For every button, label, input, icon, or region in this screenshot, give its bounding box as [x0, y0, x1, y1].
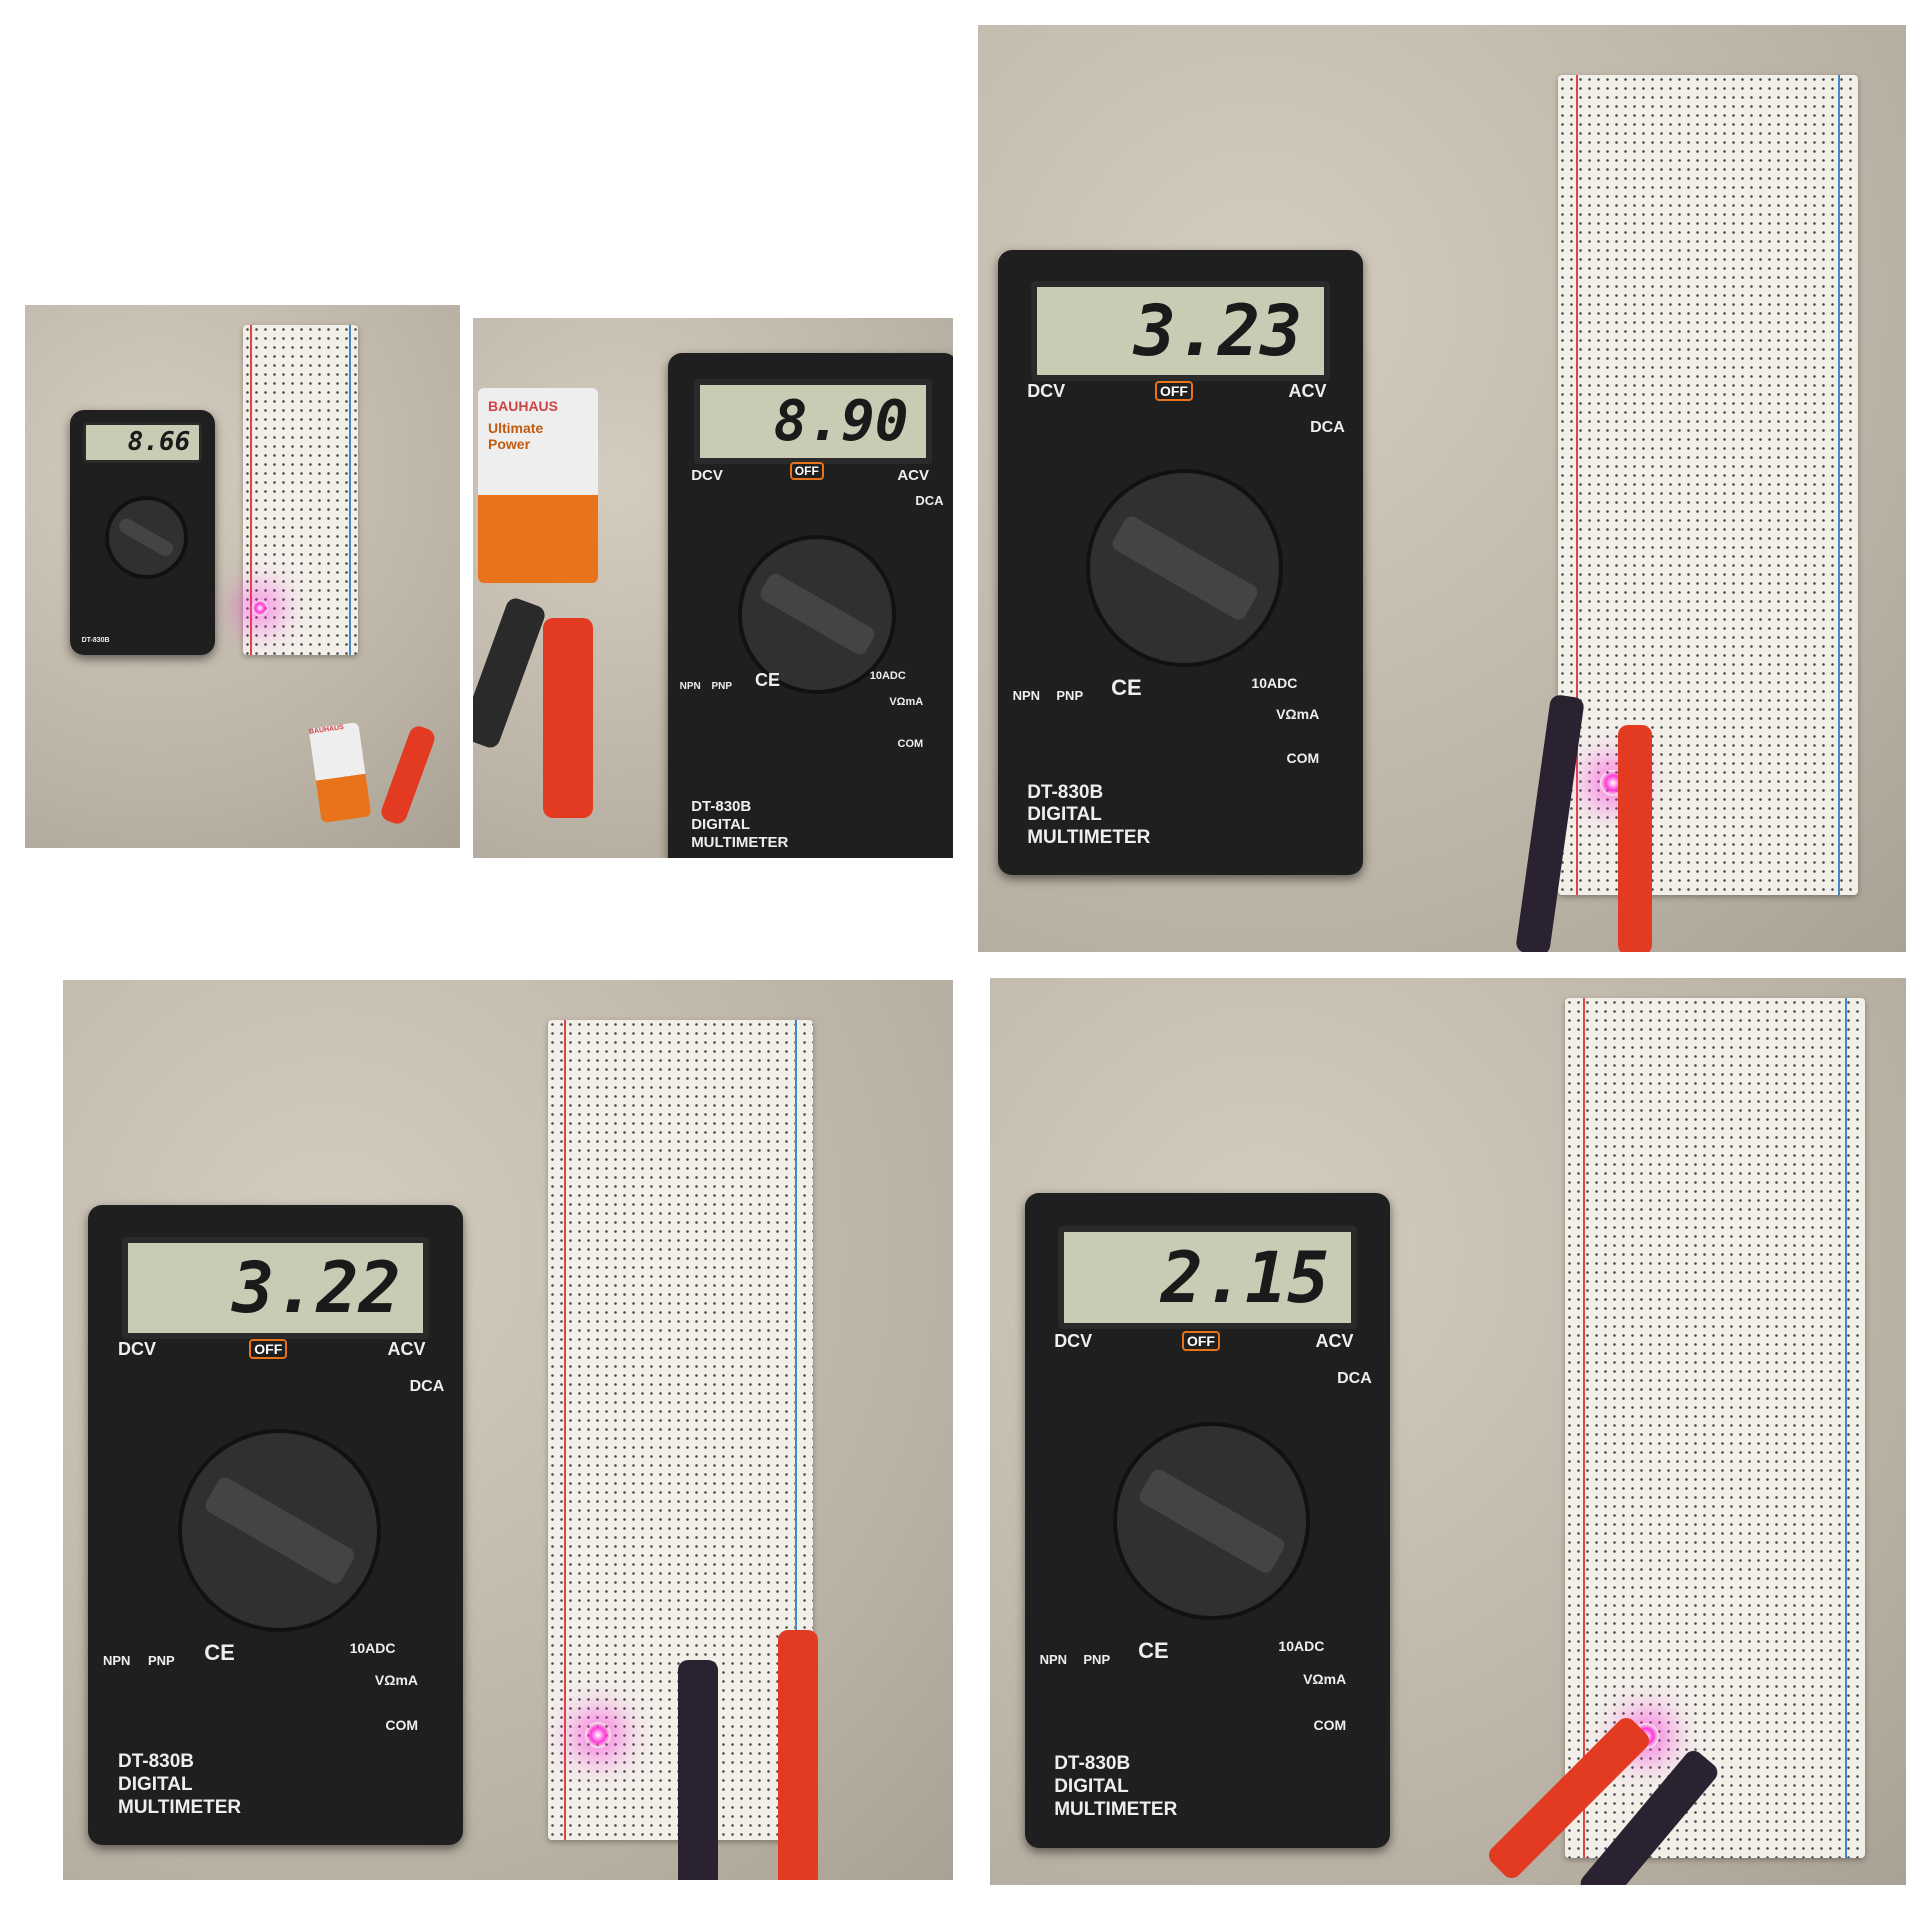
battery-name: Ultimate Power: [488, 420, 544, 452]
led: [585, 1722, 611, 1748]
meter-display: 3.22: [121, 1237, 430, 1339]
vohm-label: VΩmA: [889, 696, 924, 709]
acv-label: ACV: [1315, 1330, 1354, 1351]
battery-brand: BAUHAUS: [488, 398, 558, 414]
dca-label: DCA: [1310, 418, 1345, 436]
dcv-label: DCV: [118, 1339, 157, 1360]
photo-led-measurement-1: 3.23 DCV OFF ACV DCA NPN PNP CE 10ADC VΩ…: [978, 25, 1906, 952]
multimeter: 2.15 DCV OFF ACV DCA NPN PNP CE 10ADC VΩ…: [1025, 1193, 1390, 1848]
com-label: COM: [385, 1717, 418, 1733]
photo-led-measurement-2: 3.22 DCV OFF ACV DCA NPN PNP CE 10ADC VΩ…: [63, 980, 953, 1880]
pnp-label: PNP: [148, 1653, 175, 1668]
10adc-label: 10ADC: [349, 1640, 396, 1657]
red-probe: [378, 723, 438, 827]
acv-label: ACV: [387, 1339, 426, 1360]
dca-label: DCA: [409, 1377, 445, 1395]
multimeter: 8.90 DCV OFF ACV DCA NPN PNP CE 10ADC VΩ…: [668, 353, 953, 858]
meter-model: DT-830B: [81, 636, 110, 644]
led: [252, 600, 268, 616]
photo-battery-measurement: BAUHAUS Ultimate Power 8.90 DCV OFF ACV …: [473, 318, 953, 858]
rotary-dial: [178, 1429, 381, 1632]
com-label: COM: [897, 737, 924, 750]
vohm-label: VΩmA: [1276, 706, 1320, 723]
meter-display: 3.23: [1030, 281, 1331, 381]
npn-label: NPN: [103, 1653, 131, 1668]
dcv-label: DCV: [691, 467, 723, 485]
breadboard: [1565, 998, 1865, 1858]
ce-mark: CE: [204, 1640, 235, 1666]
ce-mark: CE: [1111, 675, 1142, 700]
vohm-label: VΩmA: [374, 1672, 418, 1689]
rotary-dial: [104, 495, 189, 580]
dcv-label: DCV: [1054, 1330, 1093, 1351]
off-label: OFF: [789, 462, 824, 481]
10adc-label: 10ADC: [1251, 675, 1298, 691]
meter-display: 2.15: [1057, 1225, 1358, 1330]
red-clip: [543, 618, 593, 818]
battery: BAUHAUS Ultimate Power: [478, 388, 598, 583]
off-label: OFF: [1181, 1330, 1220, 1351]
multimeter: 8.66 DT-830B: [70, 410, 215, 655]
black-clip: [473, 595, 548, 751]
acv-label: ACV: [897, 467, 929, 485]
photo-led-measurement-3: 2.15 DCV OFF ACV DCA NPN PNP CE 10ADC VΩ…: [990, 978, 1906, 1885]
10adc-label: 10ADC: [1278, 1638, 1325, 1655]
breadboard: [1558, 75, 1858, 895]
multimeter: 3.23 DCV OFF ACV DCA NPN PNP CE 10ADC VΩ…: [998, 250, 1363, 875]
pnp-label: PNP: [711, 680, 733, 692]
battery: BAUHAUS: [308, 721, 372, 824]
dcv-label: DCV: [1027, 381, 1066, 402]
rotary-dial: [1085, 468, 1284, 667]
black-probe: [678, 1660, 718, 1880]
ce-mark: CE: [1138, 1638, 1169, 1664]
acv-label: ACV: [1288, 381, 1327, 402]
vohm-label: VΩmA: [1303, 1671, 1347, 1688]
pnp-label: PNP: [1056, 687, 1084, 703]
ce-mark: CE: [755, 670, 781, 691]
dca-label: DCA: [915, 493, 944, 509]
npn-label: NPN: [679, 680, 701, 692]
com-label: COM: [1313, 1717, 1347, 1733]
meter-display: 8.66: [83, 422, 202, 463]
npn-label: NPN: [1039, 1651, 1068, 1667]
multimeter: 3.22 DCV OFF ACV DCA NPN PNP CE 10ADC VΩ…: [88, 1205, 463, 1845]
off-label: OFF: [249, 1339, 288, 1360]
pnp-label: PNP: [1083, 1651, 1111, 1667]
photo-overview: 8.66 DT-830B BAUHAUS: [25, 305, 460, 848]
rotary-dial: [1112, 1422, 1311, 1621]
red-probe: [1618, 725, 1652, 952]
10adc-label: 10ADC: [869, 670, 906, 683]
off-label: OFF: [1154, 381, 1193, 402]
rotary-dial: [737, 535, 897, 694]
dca-label: DCA: [1337, 1369, 1372, 1387]
meter-display: 8.90: [694, 379, 932, 464]
npn-label: NPN: [1012, 687, 1041, 703]
com-label: COM: [1286, 750, 1320, 766]
red-probe: [778, 1630, 818, 1880]
